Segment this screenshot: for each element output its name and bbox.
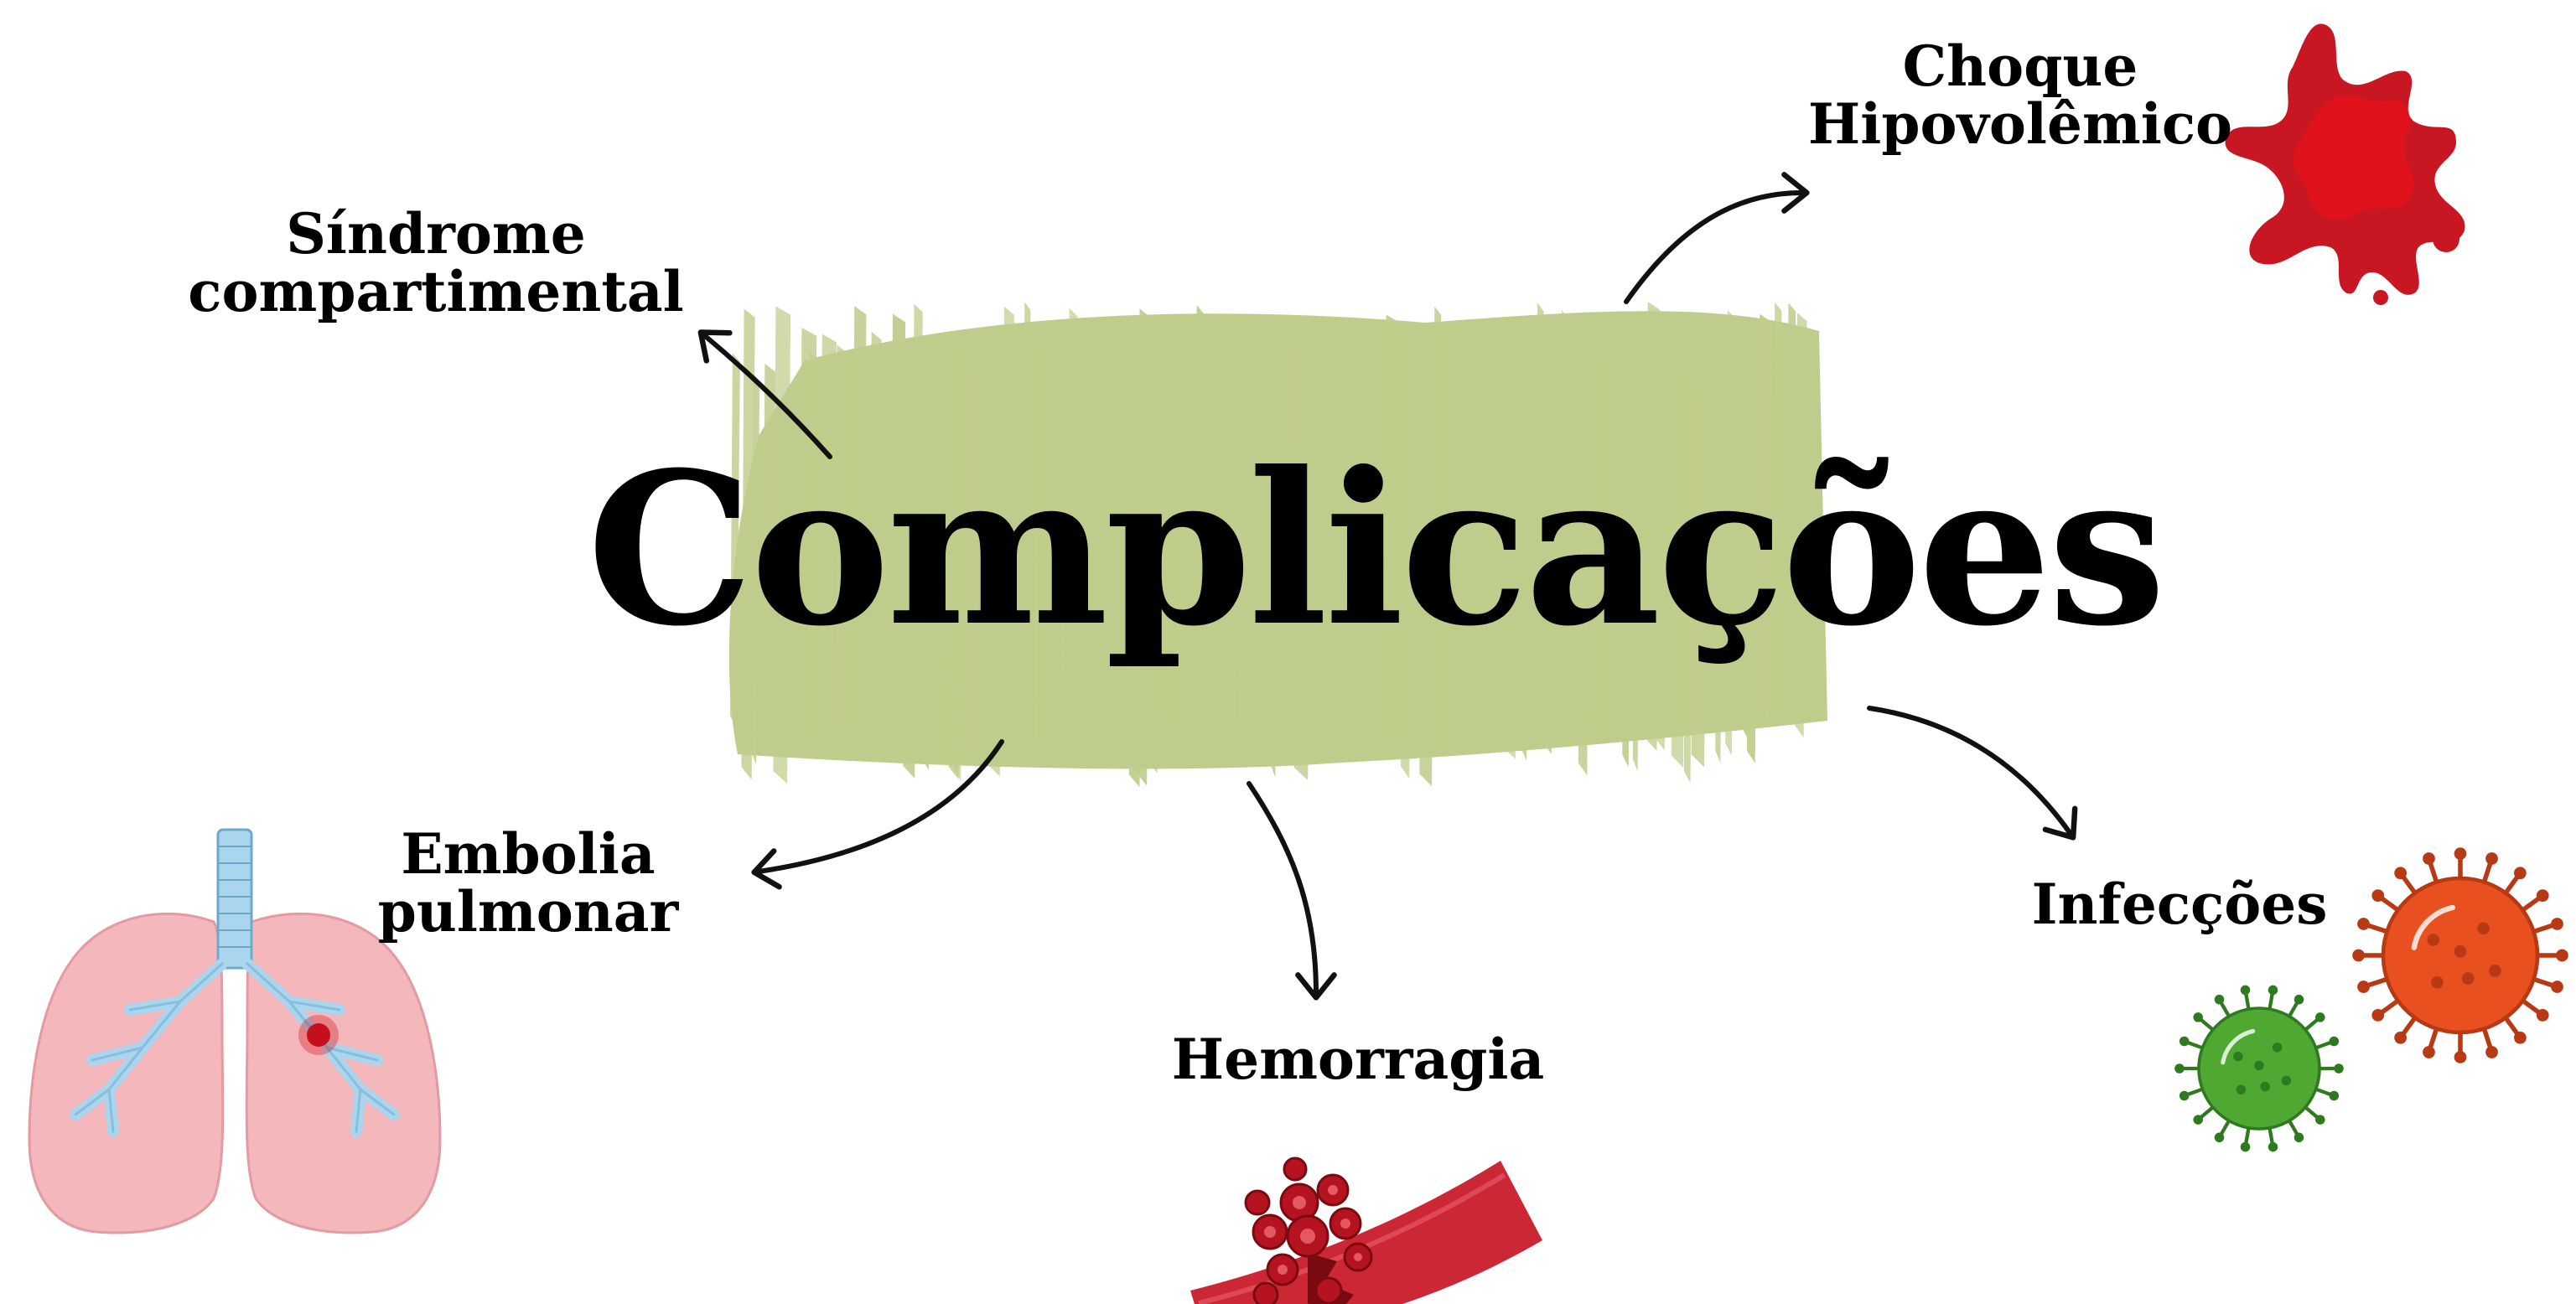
virus-spike-tip: [2551, 918, 2563, 930]
node-hemorragia: Hemorragia: [1148, 1031, 1568, 1089]
virus-spike-tip: [2193, 1012, 2203, 1022]
node-sindrome-line2: compartimental: [163, 263, 708, 321]
blood-vessel-icon: [1190, 1158, 1542, 1304]
virus-spike-tip: [2371, 1009, 2384, 1022]
virus-spike-tip: [2215, 995, 2225, 1005]
virus-spike-tip: [2485, 1046, 2498, 1058]
blood-splatter-icon: [2226, 23, 2465, 305]
virus-spike-tip: [2268, 986, 2278, 996]
virus-spike-tip: [2215, 1133, 2225, 1143]
virus-spot: [2462, 972, 2475, 985]
virus-spike-tip: [2423, 1046, 2435, 1058]
virus-spike-tip: [2330, 1091, 2340, 1101]
virus-spike-tip: [2485, 852, 2498, 865]
virus-spike-tip: [2371, 889, 2384, 902]
virus-spot: [2489, 965, 2501, 977]
virus-spot: [2260, 1082, 2270, 1092]
virus-spot: [2254, 1061, 2264, 1071]
node-infeccoes: Infecções: [2012, 876, 2347, 934]
virus-spot: [2427, 934, 2439, 946]
virus-spike-tip: [2357, 918, 2370, 930]
node-choque-line2: Hipovolêmico: [1802, 96, 2238, 153]
virus-spike-tip: [2394, 867, 2407, 879]
virus-spot: [2273, 1043, 2283, 1053]
virus-spot: [2454, 945, 2467, 958]
virus-spike-tip: [2193, 1115, 2203, 1125]
virus-green-icon: [2174, 986, 2344, 1152]
node-sindrome-line1: Síndrome: [163, 205, 708, 263]
node-embolia-line2: pulmonar: [352, 883, 704, 941]
virus-spike-tip: [2514, 1032, 2527, 1044]
virus-spike-tip: [2174, 1063, 2185, 1074]
virus-spike-tip: [2330, 1037, 2340, 1047]
virus-spike-tip: [2315, 1012, 2325, 1022]
virus-spot: [2237, 1084, 2247, 1094]
virus-spot: [2282, 1076, 2292, 1086]
virus-spike-tip: [2294, 995, 2304, 1005]
node-embolia-line1: Embolia: [352, 825, 704, 883]
arrow-to-hemorragia: [1249, 784, 1316, 993]
virus-spike-tip: [2514, 867, 2527, 879]
arrow-to-infeccoes: [1869, 708, 2071, 834]
virus-spike-tip: [2268, 1142, 2278, 1152]
virus-spike-tip: [2394, 1032, 2407, 1044]
virus-spike-tip: [2179, 1037, 2190, 1047]
virus-spike-tip: [2241, 1142, 2251, 1152]
virus-spike-tip: [2334, 1063, 2344, 1074]
virus-spike-tip: [2556, 950, 2568, 962]
node-choque-hipovolemico: Choque Hipovolêmico: [1802, 38, 2238, 154]
virus-spot: [2477, 922, 2490, 934]
arrow-to-choque: [1626, 193, 1802, 302]
virus-spike-tip: [2241, 986, 2251, 996]
central-title: Complicações: [587, 444, 2146, 654]
virus-orange-icon: [2352, 847, 2568, 1063]
virus-spike-tip: [2454, 1051, 2467, 1063]
node-choque-line1: Choque: [1802, 38, 2238, 96]
virus-spike-tip: [2537, 1009, 2549, 1022]
node-sindrome-compartimental: Síndrome compartimental: [163, 205, 708, 322]
virus-spike-tip: [2315, 1115, 2325, 1125]
virus-spike-tip: [2179, 1091, 2190, 1101]
virus-spike-tip: [2423, 852, 2435, 865]
virus-spike-tip: [2294, 1133, 2304, 1143]
node-embolia-pulmonar: Embolia pulmonar: [352, 825, 704, 942]
virus-spike-tip: [2352, 950, 2365, 962]
virus-spike-tip: [2537, 889, 2549, 902]
virus-spike-tip: [2357, 981, 2370, 993]
virus-spike-tip: [2454, 847, 2467, 860]
virus-spike-tip: [2551, 981, 2563, 993]
virus-spot: [2431, 976, 2444, 989]
virus-spot: [2233, 1052, 2243, 1062]
